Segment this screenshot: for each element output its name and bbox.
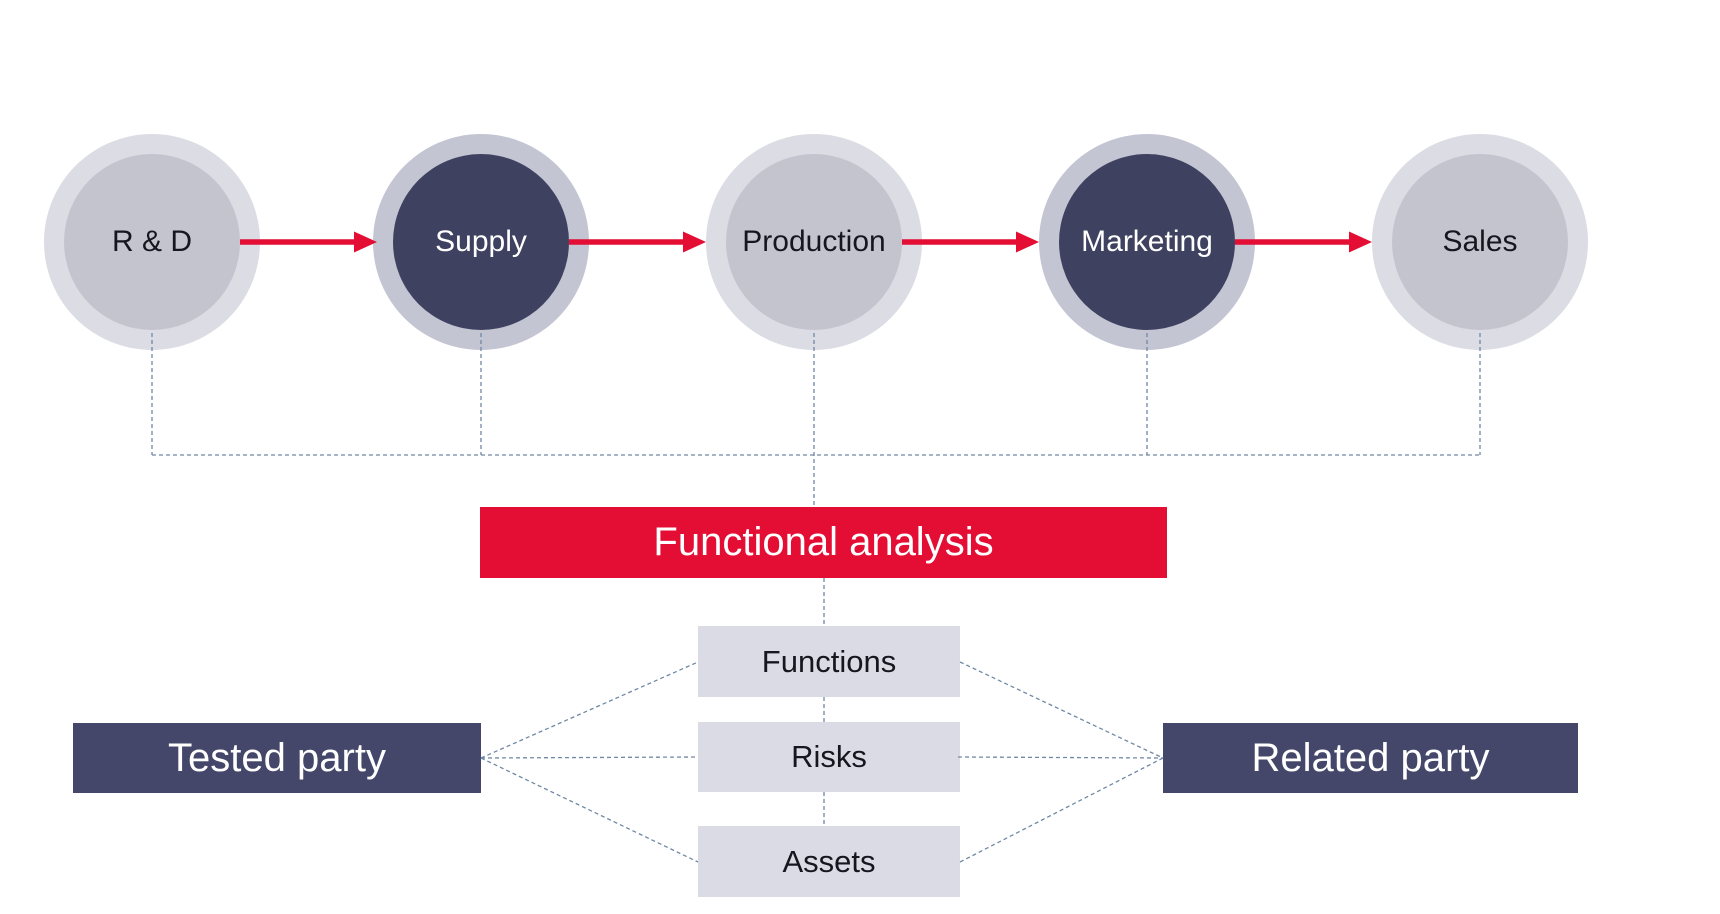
stage-circle-rd: R & D	[44, 134, 260, 350]
dashed-fan-tested-functions	[480, 661, 699, 759]
stage-circle-sales: Sales	[1372, 134, 1588, 350]
stage-label-marketing: Marketing	[1081, 225, 1213, 258]
stage-circle-sales-inner: Sales	[1392, 154, 1568, 330]
flow-arrow-marketing-sales	[1235, 231, 1372, 253]
functions-label: Functions	[761, 643, 897, 679]
stage-circle-rd-inner: R & D	[64, 154, 240, 330]
dashed-fan-risks-related	[957, 756, 1164, 759]
stage-label-rd: R & D	[111, 225, 192, 258]
stage-circle-production-inner: Production	[726, 154, 902, 330]
flow-arrow-supply-production	[569, 231, 706, 253]
tested-party-box: Tested party	[73, 723, 481, 793]
tested-party-label: Tested party	[168, 735, 386, 780]
dashed-fan-tested-assets	[480, 757, 699, 863]
stage-circle-supply: Supply	[373, 134, 589, 350]
stage-circle-supply-inner: Supply	[393, 154, 569, 330]
related-party-box: Related party	[1163, 723, 1578, 793]
assets-label: Assets	[782, 843, 876, 879]
analysis-item-assets: Assets	[698, 826, 960, 897]
risks-label: Risks	[791, 739, 867, 774]
flow-arrow-rd-supply	[240, 231, 377, 253]
stage-label-production: Production	[742, 225, 886, 258]
functional-analysis-label: Functional analysis	[653, 520, 994, 564]
stage-circle-marketing: Marketing	[1039, 134, 1255, 350]
stage-circle-marketing-inner: Marketing	[1059, 154, 1235, 330]
analysis-item-functions: Functions	[698, 626, 960, 697]
analysis-item-risks: Risks	[698, 722, 960, 792]
related-party-label: Related party	[1251, 735, 1490, 780]
stage-label-supply: Supply	[435, 225, 527, 258]
stage-label-sales: Sales	[1442, 225, 1518, 258]
dashed-fan-functions-related	[959, 661, 1164, 759]
functional-analysis-banner: Functional analysis	[480, 507, 1167, 578]
dashed-fan-assets-related	[959, 757, 1164, 863]
flow-arrow-production-marketing	[902, 231, 1039, 253]
dashed-fan-tested-risks	[480, 756, 699, 759]
stage-circle-production: Production	[706, 134, 922, 350]
